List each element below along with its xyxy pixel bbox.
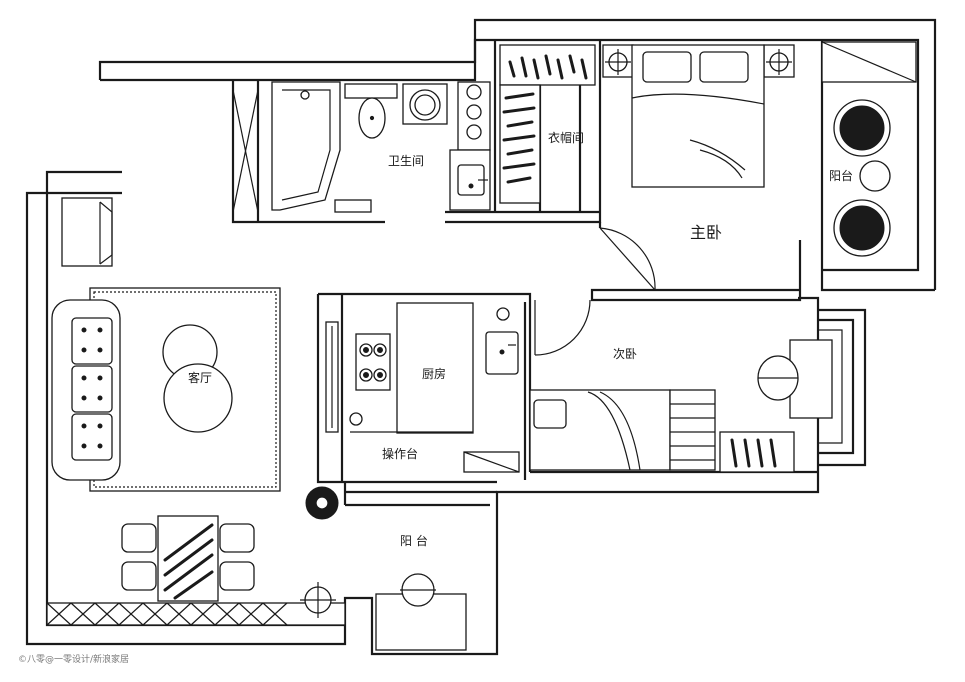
doors: [534, 227, 656, 356]
watermark: ©八零@一零设计/新浪家居: [18, 655, 130, 665]
double-bed: [631, 44, 765, 188]
toilet: [344, 83, 398, 139]
dining-table: [157, 515, 219, 602]
tv-cabinet: [61, 197, 113, 267]
floor-lamp: [300, 582, 336, 618]
room-label-balcony-master: 阳台: [829, 168, 853, 183]
room-label-second-bedroom: 次卧: [613, 347, 637, 361]
bathtub: [271, 81, 341, 211]
room-label-cloakroom: 衣帽间: [548, 130, 584, 145]
round-chair-bottom: [833, 199, 891, 257]
nightstand-left: [602, 44, 634, 78]
cabinet-strip: [46, 602, 346, 626]
potted-plant: [305, 486, 339, 520]
wardrobe-top: [499, 44, 596, 86]
kitchen-fixture: [496, 307, 510, 321]
low-cabinet: [719, 431, 795, 473]
kitchen-window-counter: [325, 321, 339, 433]
sofa: [51, 299, 121, 481]
wardrobe-second: [669, 389, 716, 471]
balcony-south-frame: [345, 593, 467, 651]
room-label-counter: 操作台: [382, 446, 418, 461]
kitchen-knob: [349, 412, 363, 426]
bath-mat: [334, 199, 372, 213]
shelf-circles: [457, 81, 491, 151]
stove: [355, 333, 391, 391]
balcony-master-frame: [821, 41, 917, 83]
dining-chairs: [121, 523, 255, 591]
bathroom-sink: [449, 149, 491, 211]
room-label-balcony-south: 阳 台: [400, 533, 428, 548]
room-label-living-room: 客厅: [188, 370, 212, 385]
nightstand-right: [763, 44, 795, 78]
room-label-kitchen: 厨房: [422, 366, 446, 381]
desk-chair: [757, 339, 833, 419]
round-chair-top: [833, 99, 891, 157]
exterior-walls: [25, 18, 937, 656]
washing-machine: [402, 83, 448, 125]
room-label-master-bedroom: 主卧: [690, 223, 722, 242]
single-bed: [529, 389, 671, 471]
balcony-south-chair: [400, 573, 436, 607]
kitchen-sink: [485, 331, 519, 375]
round-table: [859, 160, 891, 192]
wardrobe-left: [499, 84, 541, 204]
coffee-tables: [162, 324, 233, 433]
kitchen-island: [396, 302, 474, 434]
room-label-bathroom: 卫生间: [388, 154, 424, 168]
